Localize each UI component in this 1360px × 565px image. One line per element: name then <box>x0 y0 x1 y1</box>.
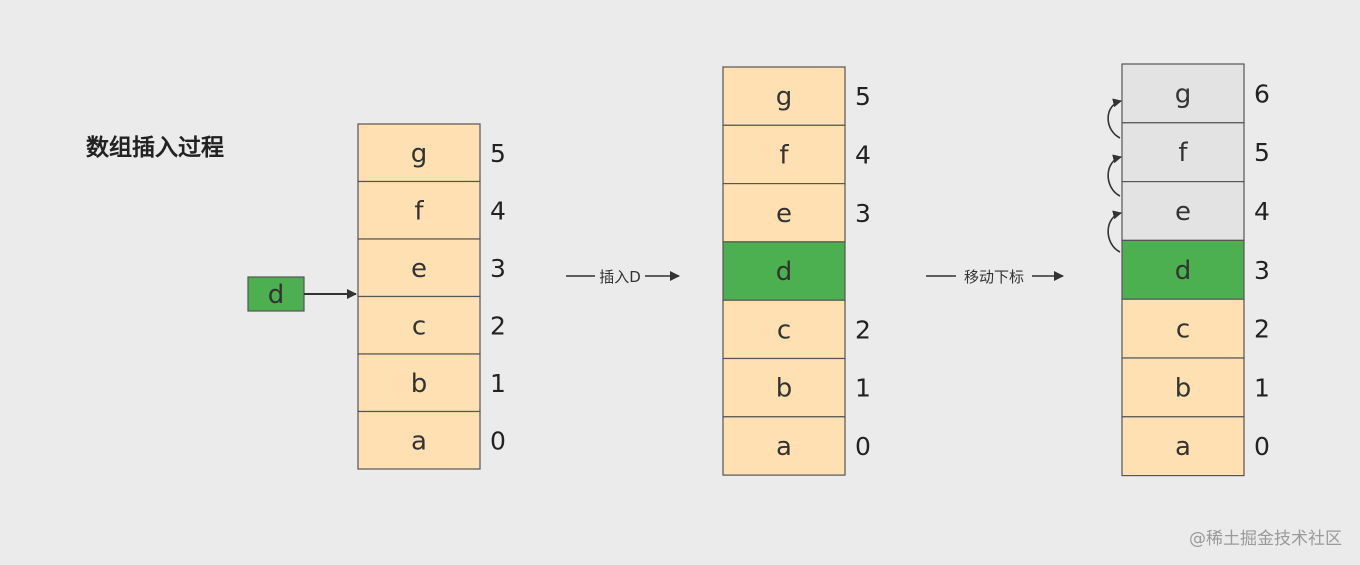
array-cell-f <box>722 124 846 185</box>
incoming-element-label: d <box>268 280 285 310</box>
array-cell-g <box>1121 63 1245 124</box>
array-cell-e <box>722 183 846 243</box>
cell-label: b <box>411 369 428 399</box>
cell-index: 2 <box>855 315 871 344</box>
cell-label: a <box>776 432 792 462</box>
array-cell-f <box>1121 122 1245 183</box>
array-cell-b <box>1121 357 1245 418</box>
cell-label: g <box>776 82 793 112</box>
cell-index: 4 <box>1254 197 1270 226</box>
cell-index: 2 <box>490 311 506 340</box>
cell-index: 5 <box>855 82 871 111</box>
cell-index: 5 <box>1254 138 1270 167</box>
cell-index: 0 <box>1254 432 1270 461</box>
cell-label: e <box>1175 197 1191 227</box>
array-cell-e <box>357 238 481 298</box>
cell-label: f <box>779 140 789 170</box>
cell-label: d <box>1175 256 1192 286</box>
cell-label: e <box>776 199 792 229</box>
cell-label: c <box>1176 315 1190 345</box>
array-cell-a <box>357 410 481 470</box>
cell-label: e <box>411 254 427 284</box>
cell-index: 1 <box>855 374 871 403</box>
cell-label: b <box>776 374 793 404</box>
cell-label: g <box>411 139 428 169</box>
cell-label: f <box>1178 138 1188 168</box>
step-label-bg <box>595 266 645 286</box>
array-cell-g <box>722 66 846 126</box>
cell-label: b <box>1175 373 1192 403</box>
cell-index: 1 <box>1254 373 1270 402</box>
array-cell-f <box>357 180 481 240</box>
cell-label: f <box>414 196 424 226</box>
cell-index: 3 <box>1254 256 1270 285</box>
cell-label: a <box>411 426 427 456</box>
array-cell-e <box>1121 181 1245 242</box>
cell-label: c <box>412 311 426 341</box>
step-label-bg <box>956 266 1032 286</box>
array-cell-a <box>722 416 846 476</box>
cell-label: a <box>1175 432 1191 462</box>
step-label: 插入D <box>599 268 641 286</box>
cell-index: 3 <box>855 199 871 228</box>
cell-index: 3 <box>490 254 506 283</box>
array-cell-c <box>1121 298 1245 359</box>
array-cell-d <box>1121 239 1245 300</box>
cell-index: 5 <box>490 139 506 168</box>
incoming-element-box <box>247 276 305 312</box>
cell-index: 0 <box>490 426 506 455</box>
cell-index: 4 <box>490 196 506 225</box>
cell-label: g <box>1175 79 1192 109</box>
array-cell-d <box>722 241 846 301</box>
watermark: @稀土掘金技术社区 <box>1189 529 1342 549</box>
array-cell-b <box>722 357 846 418</box>
cell-index: 6 <box>1254 79 1270 108</box>
cell-index: 0 <box>855 432 871 461</box>
step-label: 移动下标 <box>964 268 1024 286</box>
shift-up-arrow <box>1107 98 1122 139</box>
cell-index: 4 <box>855 140 871 169</box>
shift-up-arrow <box>1107 210 1122 253</box>
cell-index: 1 <box>490 369 506 398</box>
cell-label: d <box>776 257 793 287</box>
shift-up-arrow <box>1107 154 1122 197</box>
diagram-title: 数组插入过程 <box>86 135 224 161</box>
array-cell-a <box>1121 416 1245 477</box>
cell-index: 2 <box>1254 315 1270 344</box>
cell-label: c <box>777 315 791 345</box>
array-cell-g <box>357 123 481 183</box>
